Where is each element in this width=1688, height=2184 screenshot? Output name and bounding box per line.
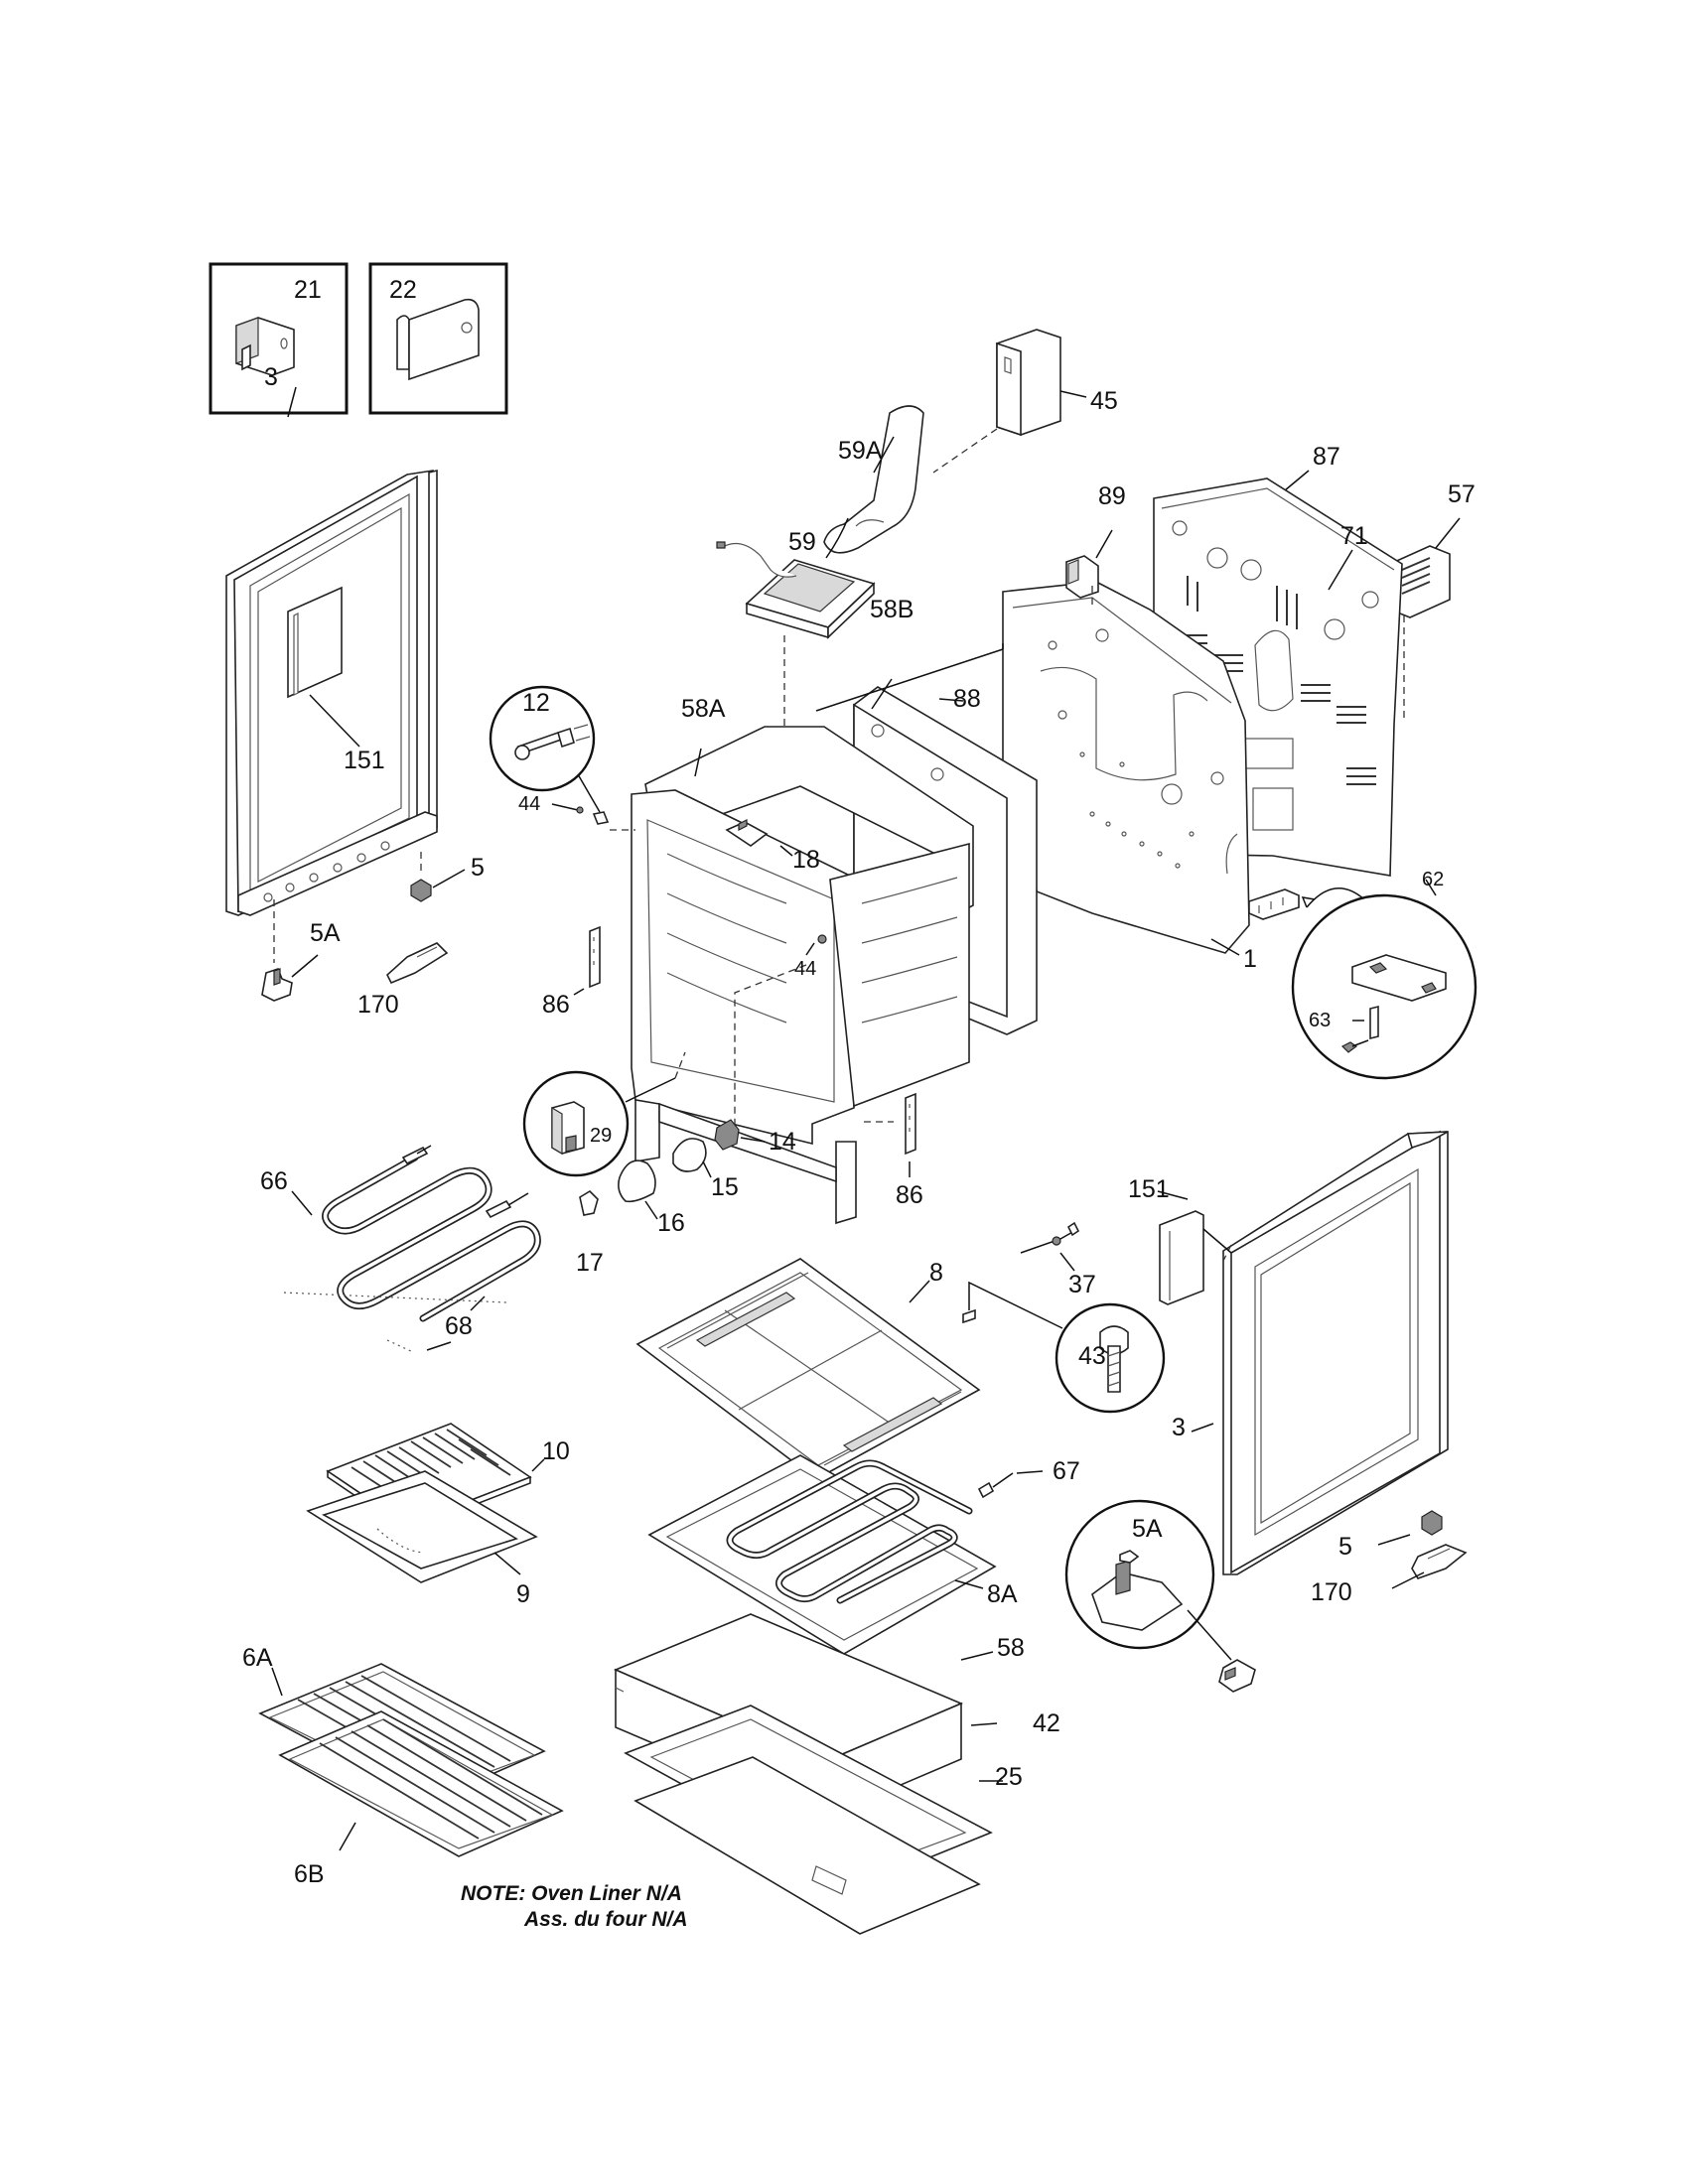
label-151-right: 151: [1128, 1175, 1170, 1203]
label-59: 59: [788, 528, 816, 556]
label-62: 62: [1422, 869, 1444, 890]
label-86-left: 86: [542, 991, 570, 1019]
inset-part-21: [209, 262, 349, 415]
left-door-assembly: [225, 469, 438, 916]
part-86-left: [589, 925, 601, 989]
label-6A: 6A: [242, 1644, 273, 1672]
part-68-wire: [283, 1292, 507, 1353]
footnote: NOTE: Oven Liner N/A Ass. du four N/A: [461, 1882, 688, 1931]
label-5-left: 5: [471, 854, 485, 882]
part-9-broil-pan: [306, 1470, 538, 1583]
part-59-controller: [716, 517, 876, 639]
label-37: 37: [1068, 1271, 1096, 1298]
note-line-1: NOTE: Oven Liner N/A: [461, 1882, 682, 1905]
label-15: 15: [711, 1173, 739, 1201]
label-45: 45: [1090, 387, 1118, 415]
detail-bubble-12: [489, 685, 596, 792]
label-10: 10: [542, 1437, 570, 1465]
label-44-bottom: 44: [794, 958, 816, 980]
label-67: 67: [1053, 1457, 1080, 1485]
label-87: 87: [1313, 443, 1340, 471]
label-14: 14: [769, 1128, 796, 1156]
part-8A-bake-element-panel: [647, 1454, 997, 1655]
label-9: 9: [516, 1580, 530, 1608]
label-66: 66: [260, 1167, 288, 1195]
inset-part-22: [368, 262, 508, 415]
label-5-right: 5: [1338, 1533, 1352, 1561]
detail-bubble-62: [1248, 887, 1477, 1080]
label-3-left: 3: [264, 363, 278, 391]
label-3-right: 3: [1172, 1414, 1186, 1441]
label-58B: 58B: [870, 596, 914, 623]
part-45-duct: [996, 329, 1061, 437]
right-hinge-parts: [1064, 1499, 1468, 1693]
label-88: 88: [953, 685, 981, 713]
oven-cavity: [631, 643, 1038, 1225]
label-58: 58: [997, 1634, 1025, 1662]
label-18: 18: [792, 846, 820, 874]
label-58A: 58A: [681, 695, 726, 723]
part-67-sensor: [977, 1472, 1014, 1499]
part-66-broil-element: [322, 1145, 541, 1322]
label-12: 12: [522, 689, 550, 717]
label-5A-left: 5A: [310, 919, 341, 947]
label-89: 89: [1098, 482, 1126, 510]
label-170-left: 170: [357, 991, 399, 1019]
part-86-right: [905, 1092, 916, 1156]
label-63: 63: [1309, 1010, 1331, 1031]
detail-bubble-43: [962, 1281, 1166, 1414]
label-71: 71: [1340, 522, 1368, 550]
label-59A: 59A: [838, 437, 883, 465]
label-68: 68: [445, 1312, 473, 1340]
label-170-right: 170: [1311, 1578, 1352, 1606]
label-16: 16: [657, 1209, 685, 1237]
left-hinge-parts: [261, 852, 449, 1002]
part-25-bottom: [633, 1756, 981, 1935]
label-6B: 6B: [294, 1860, 325, 1888]
detail-bubble-29: [522, 1070, 630, 1177]
label-8A: 8A: [987, 1580, 1018, 1608]
right-door-assembly: [1159, 1130, 1449, 1575]
note-line-2: Ass. du four N/A: [523, 1908, 688, 1931]
door-hinge-holes: [263, 841, 390, 902]
label-57: 57: [1448, 480, 1476, 508]
label-43: 43: [1078, 1342, 1106, 1370]
label-17: 17: [576, 1249, 604, 1277]
label-151-left: 151: [344, 747, 385, 774]
part-labels: 21 22 45 59A 87 57 89 71 59 3 58B 12 88 …: [242, 276, 1476, 1888]
part-37-sensor: [1020, 1221, 1080, 1254]
label-25: 25: [995, 1763, 1023, 1791]
label-21: 21: [294, 276, 322, 304]
part-1-rear-panel: [1002, 555, 1250, 954]
part-59A-duct: [823, 405, 924, 554]
part-8-bottom-panel: [635, 1258, 981, 1480]
label-5A-right: 5A: [1132, 1515, 1163, 1543]
label-42: 42: [1033, 1709, 1060, 1737]
label-44-top: 44: [518, 793, 540, 815]
label-22: 22: [389, 276, 417, 304]
part-6B-rack: [278, 1710, 564, 1857]
label-29: 29: [590, 1125, 612, 1147]
oven-light-parts: [579, 1119, 740, 1216]
label-1: 1: [1243, 945, 1257, 973]
label-86-right: 86: [896, 1181, 923, 1209]
label-8: 8: [929, 1259, 943, 1287]
